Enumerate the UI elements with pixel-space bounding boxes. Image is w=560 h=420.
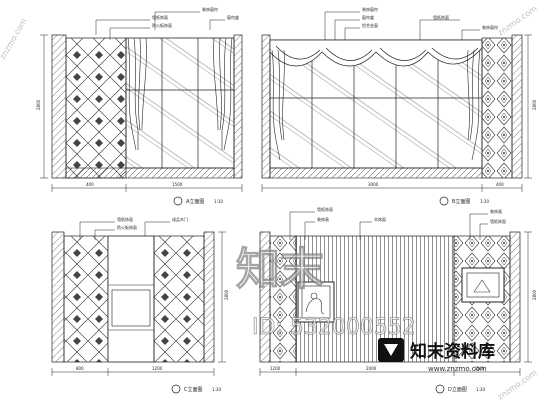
elev-b-window-mullions xyxy=(270,40,482,168)
elev-d-wallpaper-left xyxy=(269,235,297,363)
elev-a-wall-right xyxy=(233,34,243,179)
elev-d-dim-side: 2800 xyxy=(532,289,537,300)
elev-c-wallpaper-right xyxy=(153,235,205,363)
elev-c-callout-2: 成品木门 xyxy=(172,216,188,222)
watermark-id: ID: 532000552 xyxy=(252,315,416,340)
elev-d-painting-left-inner xyxy=(301,285,331,319)
watermark-diag-top: znzmo.com xyxy=(496,4,539,38)
elev-a-callout-3: 窗帘盒 xyxy=(227,14,239,20)
elev-c-dim-1: 800 xyxy=(76,366,84,371)
elev-a-curtain-left xyxy=(127,37,147,151)
elev-c-wall-left xyxy=(51,231,65,363)
elev-a-dimension-lines xyxy=(40,34,243,192)
elev-c-dim-side: 2800 xyxy=(224,289,229,300)
elev-c-scale: 1:30 xyxy=(212,387,221,392)
elevation-b: 装饰窗帘 窗帘盒 铝合金窗 墙纸饰面 装饰窗帘 xyxy=(261,6,537,206)
elevation-c: 墙纸饰面 成品木门 防火板饰面 800 1200 2800 C立面图 1:30 xyxy=(51,216,229,394)
watermark-logo: 知末资料库 www.znzmo.com xyxy=(378,338,495,373)
elev-b-callout-5: 装饰窗帘 xyxy=(482,24,498,30)
elev-a-callout-1: 墙纸饰面 xyxy=(152,14,168,20)
elev-d-dim-1: 1200 xyxy=(270,366,281,371)
elev-b-wall-left xyxy=(261,34,271,179)
elev-c-callout-3: 防火板饰面 xyxy=(117,224,137,230)
watermark-site-cn: 知末资料库 xyxy=(409,341,495,362)
elev-a-curtain-right xyxy=(213,37,233,151)
elev-c-dim-2: 1200 xyxy=(152,366,163,371)
elev-b-callout-3: 铝合金窗 xyxy=(362,22,378,28)
elev-c-wall-right xyxy=(203,231,215,363)
elev-b-curtain-left xyxy=(271,49,285,161)
elev-b-valance xyxy=(269,39,483,67)
elev-a-callout-4: 防火板饰面 xyxy=(152,22,172,28)
elev-a-title: A立面图 xyxy=(186,198,204,205)
elev-a-callouts xyxy=(95,11,225,40)
elev-b-dim-1: 3000 xyxy=(368,182,379,187)
elev-b-wallpaper-panel xyxy=(481,37,513,179)
elev-a-callout-2: 装饰窗帘 xyxy=(202,6,218,12)
elev-d-painting-right-art xyxy=(473,279,491,293)
elev-b-curtain-right xyxy=(467,49,481,161)
elev-d-painting-left-art xyxy=(305,292,325,315)
elev-d-title-marker xyxy=(435,384,445,394)
elev-b-sill xyxy=(269,167,483,179)
elev-b-wall-right xyxy=(511,34,523,179)
watermark-site-url: www.znzmo.com xyxy=(428,365,487,373)
elev-a-dim-2: 1500 xyxy=(172,182,183,187)
elev-b-dim-side: 2800 xyxy=(532,99,537,110)
watermark-logo-glyph xyxy=(384,344,398,356)
elev-b-scale: 1:30 xyxy=(480,199,489,204)
elev-b-title-marker xyxy=(439,196,449,206)
elev-d-title: D立面图 xyxy=(448,386,467,393)
elev-a-title-marker xyxy=(173,196,183,206)
elev-d-callout-2: 装饰画 xyxy=(317,216,329,222)
elev-a-dim-side: 2800 xyxy=(36,99,41,110)
elev-c-door-panels xyxy=(108,284,154,331)
elev-c-title-marker xyxy=(171,384,181,394)
watermark-diag-bottom: znzmo.com xyxy=(496,368,539,402)
elev-c-title: C立面图 xyxy=(184,386,203,393)
elev-d-callout-5: 墙纸饰面 xyxy=(490,218,506,224)
elev-d-callout-3: 木饰面 xyxy=(374,216,386,222)
elev-c-callout-1: 墙纸饰面 xyxy=(117,216,133,222)
watermark-main: 知末 xyxy=(236,244,324,295)
elev-d-callout-4: 装饰画 xyxy=(490,208,502,214)
elev-a-wall-section xyxy=(51,34,67,179)
elev-a-window xyxy=(125,37,235,169)
elev-a-dim-1: 400 xyxy=(86,182,94,187)
elev-c-door xyxy=(107,235,155,363)
elev-b-callout-1: 装饰窗帘 xyxy=(362,6,378,12)
elev-b-callouts xyxy=(324,11,480,40)
elevation-d: 墙纸饰面 装饰画 木饰面 装饰画 墙纸饰面 12 xyxy=(259,206,537,394)
elev-b-title: B立面图 xyxy=(452,198,470,205)
elev-b-callout-4: 墙纸饰面 xyxy=(433,14,449,20)
elev-b-dimension-lines xyxy=(261,34,532,192)
elev-d-wall-right xyxy=(509,231,521,363)
elevation-a: 墙纸饰面 装饰窗帘 窗帘盒 防火板饰面 xyxy=(36,6,243,206)
watermark-diag-left: znzmo.com xyxy=(0,17,29,61)
elev-b-dim-2: 400 xyxy=(496,182,504,187)
elev-c-dimension-lines xyxy=(51,231,226,376)
elev-a-scale: 1:30 xyxy=(214,199,223,204)
elev-a-sill xyxy=(65,167,235,179)
elev-d-dimension-lines xyxy=(259,231,532,376)
elev-d-callout-1: 墙纸饰面 xyxy=(317,206,333,212)
elev-a-wallpaper-panel xyxy=(65,37,127,179)
elev-d-scale: 1:30 xyxy=(476,387,485,392)
elev-d-painting-right-inner xyxy=(466,272,500,298)
elev-d-painting-left xyxy=(297,281,335,323)
elev-c-wallpaper-left xyxy=(63,235,109,363)
elev-b-callout-2: 窗帘盒 xyxy=(362,14,374,20)
elev-d-painting-right xyxy=(461,267,505,303)
elev-d-dim-2: 2000 xyxy=(366,366,377,371)
elev-d-callouts xyxy=(289,211,488,240)
elev-a-window-mullions xyxy=(126,38,234,168)
elev-d-dim-3: 1500 xyxy=(474,366,485,371)
